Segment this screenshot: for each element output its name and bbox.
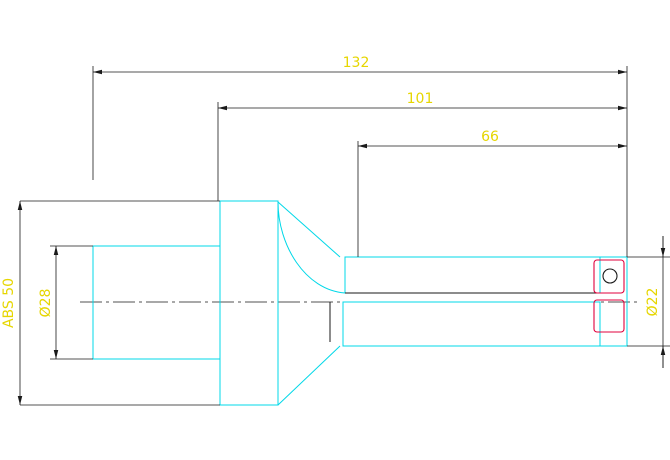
tip (600, 256, 628, 347)
dim-tip-diameter: Ø22 (645, 288, 661, 317)
dimension-labels: 132 101 66 ABS 50 Ø28 Ø22 (1, 55, 661, 328)
dim-flange-to-tip: 101 (407, 91, 434, 107)
insert-upper (593, 259, 625, 294)
dim-overall-length: 132 (343, 55, 370, 71)
insert-screw (602, 268, 618, 284)
tool-body (92, 200, 628, 406)
insert-lower (593, 299, 625, 333)
upper-taper (277, 201, 341, 258)
dim-shank-diameter: Ø28 (38, 289, 54, 318)
dim-shank-length: 66 (481, 129, 499, 145)
dim-abs-diameter: ABS 50 (1, 278, 17, 328)
inserts (593, 259, 625, 333)
extension-lines (20, 66, 670, 406)
body-upper (344, 256, 601, 294)
body-lower (342, 301, 601, 347)
dimension-lines (17, 69, 666, 405)
lower-taper (277, 345, 341, 406)
flute-curve (277, 201, 346, 294)
shank (92, 245, 221, 360)
flange (219, 200, 279, 406)
